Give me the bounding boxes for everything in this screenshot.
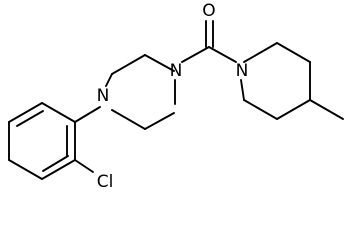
bond-piperidine-2: [276, 42, 311, 63]
bonds: [8, 20, 344, 180]
bond-piperidine-5: [243, 99, 278, 120]
bond-piperazine-to-phenyl: [74, 106, 101, 123]
atom-oxygen: O: [202, 1, 215, 21]
bond-piperazine-3: [105, 73, 113, 87]
atom-nitrogen-piperidine: N: [236, 61, 249, 81]
bond-benzene-4: [8, 159, 43, 180]
atom-nitrogen-piperazine-right: N: [170, 61, 183, 81]
bond-benzene-inner-1: [16, 110, 44, 127]
bond-carbonyl-to-piperazine-n: [181, 46, 210, 63]
bond-piperidine-1: [243, 42, 278, 63]
bond-benzene-to-cl: [74, 159, 94, 173]
bond-piperazine-1: [144, 54, 175, 72]
atom-chlorine: Cl: [97, 172, 114, 192]
bond-benzene-inner-2: [42, 155, 69, 172]
bond-piperazine-5: [144, 112, 175, 130]
bond-piperazine-4: [111, 109, 146, 130]
bond-benzene-1: [41, 102, 76, 123]
atom-labels: O N N N Cl: [97, 1, 249, 192]
bond-carbonyl-to-piperidine-n: [208, 46, 237, 63]
bond-piperidine-4: [276, 99, 311, 120]
bond-benzene-2: [8, 102, 43, 123]
chemical-structure-diagram: O N N N Cl: [8, 1, 344, 192]
bond-methyl: [309, 99, 344, 120]
bond-piperidine-6: [240, 79, 245, 101]
atom-nitrogen-piperazine-left: N: [97, 86, 110, 106]
bond-benzene-5: [41, 159, 76, 180]
bond-piperazine-2: [111, 54, 146, 75]
